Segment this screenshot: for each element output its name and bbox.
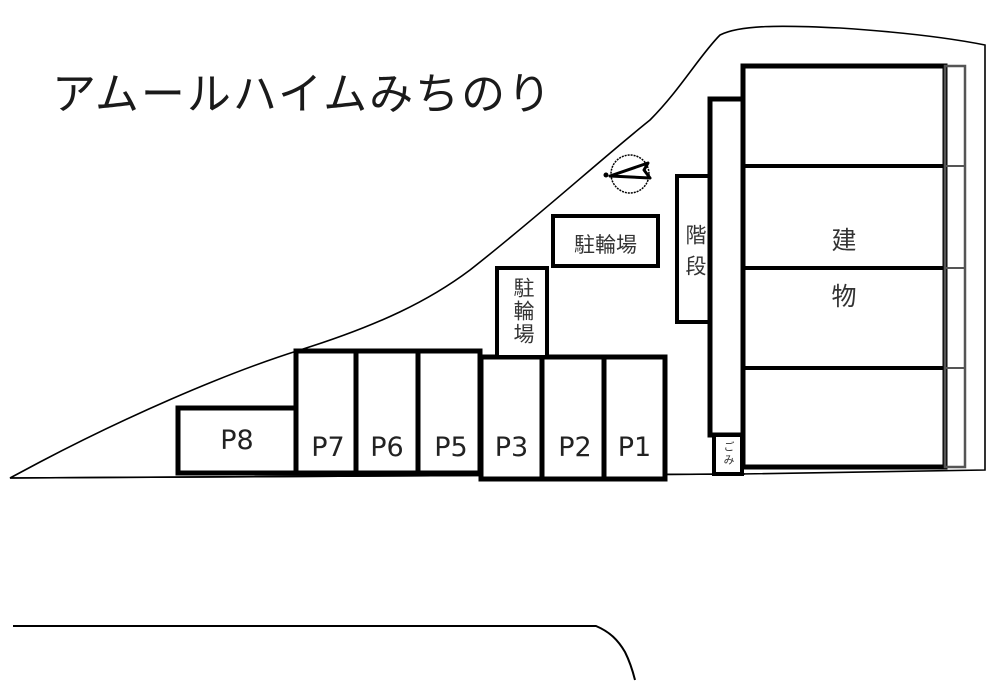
bicycle-parking-vertical[interactable] [495, 266, 549, 359]
stairs-area[interactable] [675, 174, 712, 324]
parking-p8[interactable] [175, 405, 299, 476]
road-edge [13, 625, 636, 681]
site-boundary [9, 25, 986, 479]
parking-p2[interactable] [539, 354, 607, 482]
parking-label-p1: P1 [617, 432, 652, 463]
parking-label-p3: P3 [494, 432, 529, 463]
bicycle-parking-horizontal[interactable] [551, 214, 660, 268]
stairs-label: 階段 [683, 224, 707, 286]
parking-label-p6: P6 [370, 432, 404, 463]
parking-label-p8: P8 [220, 425, 254, 456]
garbage-label: ごみ [722, 441, 735, 467]
bicycle-parking-horizontal-label: 駐輪場 [574, 233, 637, 257]
parking-p6[interactable] [353, 348, 421, 476]
parking-p1[interactable] [601, 354, 668, 482]
balcony-strip [943, 64, 967, 469]
direction-arrow-icon [603, 154, 652, 194]
corridor [707, 96, 746, 438]
parking-p5[interactable] [415, 348, 483, 476]
parking-p7[interactable] [293, 348, 359, 476]
building-label-line2: 物 [831, 282, 857, 311]
parking-label-p2: P2 [558, 432, 592, 463]
parking-label-p7: P7 [311, 432, 345, 463]
bicycle-parking-vertical-label: 駐輪場 [511, 276, 535, 346]
building-label-line1: 建 [831, 226, 857, 255]
parking-label-p5: P5 [434, 432, 468, 463]
property-title: アムールハイムみちのり [52, 69, 554, 120]
